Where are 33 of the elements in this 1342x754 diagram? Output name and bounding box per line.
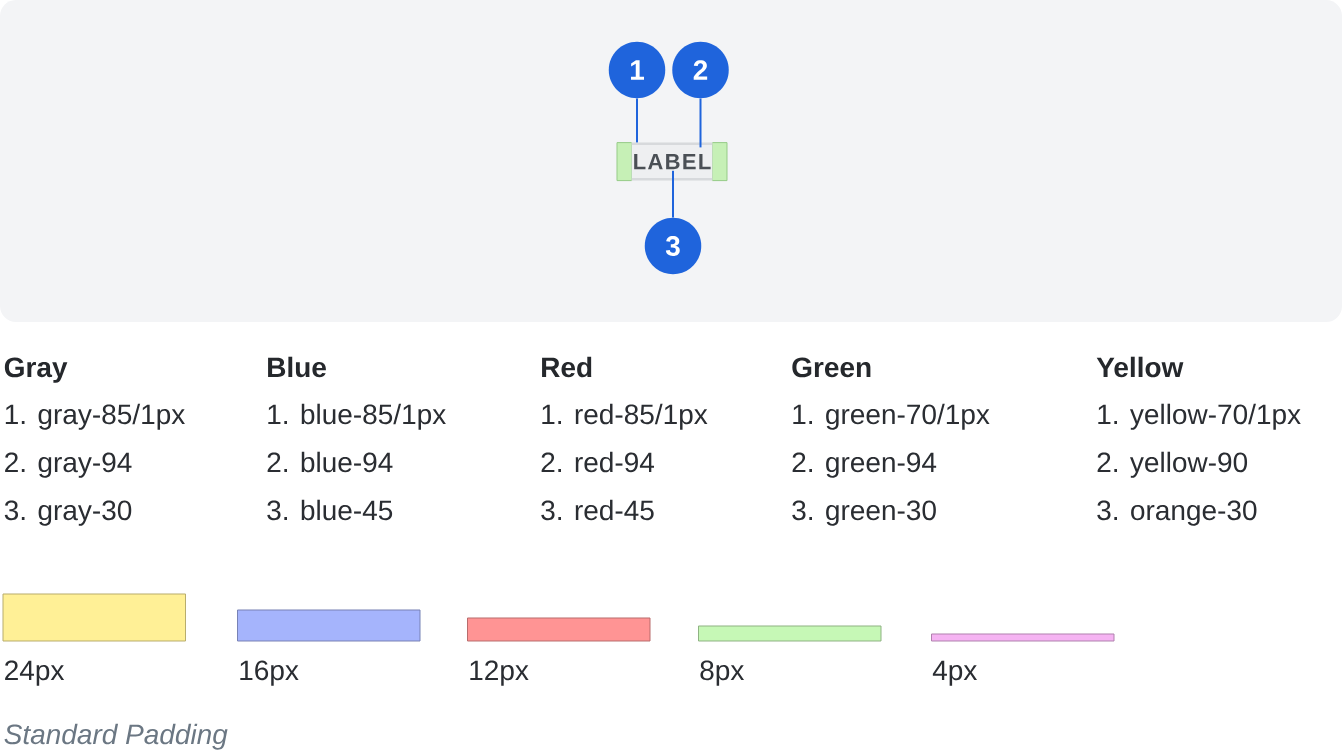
legend-text: 8px <box>700 660 745 686</box>
column-heading: Gray <box>4 357 68 383</box>
list-item: 1. red-85/1px <box>542 403 708 430</box>
legend-text: 24px <box>5 660 65 686</box>
callout-number: 1 <box>608 41 666 99</box>
leader-line <box>672 169 674 219</box>
caption: Standard Padding <box>4 723 228 750</box>
legend-text: 4px <box>932 660 978 686</box>
list-item: 3. gray-30 <box>4 500 132 526</box>
leader-line <box>699 97 702 149</box>
list-item: 2. red-94 <box>541 451 654 473</box>
list-item: 3. blue-45 <box>267 499 393 521</box>
list-item: 2. gray-94 <box>5 452 132 478</box>
list-item: 1. yellow-70/1px <box>1098 403 1301 430</box>
label-badge: LABEL <box>631 142 713 181</box>
list-item: 3. orange-30 <box>1097 500 1257 526</box>
column-heading: Yellow <box>1096 356 1184 378</box>
list-item: 1. blue-85/1px <box>268 403 446 430</box>
column-heading: Blue <box>268 356 326 378</box>
column-heading: Red <box>542 356 592 378</box>
list-item: 1. green-70/1px <box>793 403 990 430</box>
legend-text: 12px <box>470 660 529 686</box>
legend-text: 16px <box>240 660 299 686</box>
callout-number: 2 <box>672 41 729 99</box>
column-heading: Green <box>792 357 871 378</box>
list-item: 2. yellow-90 <box>1097 451 1248 478</box>
callout-number: 3 <box>644 217 702 275</box>
leader-line <box>636 97 638 144</box>
list-item: 2. green-94 <box>792 452 937 478</box>
list-item: 3. green-30 <box>792 500 936 526</box>
list-item: 2. blue-94 <box>267 451 393 473</box>
list-item: 3. red-45 <box>541 499 654 521</box>
list-item: 1. gray-85/1px <box>5 403 185 430</box>
